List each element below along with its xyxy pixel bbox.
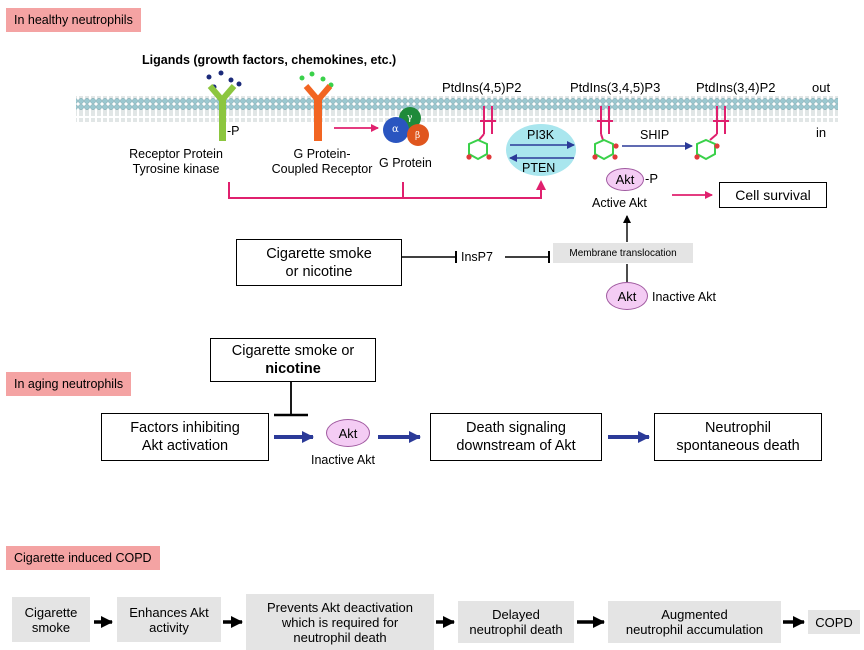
out-label: out — [812, 80, 831, 95]
pi3k-label: PI3K — [527, 128, 555, 142]
phosphate-dots — [466, 143, 720, 160]
aging-inactive-akt-label: Inactive Akt — [311, 453, 375, 467]
gpcr-label: G Protein-Coupled Receptor — [271, 147, 373, 176]
receptor-to-pi3k-connector — [228, 182, 542, 199]
membrane-translocation-box: Membrane translocation — [553, 243, 693, 263]
active-akt-ellipse: Akt — [606, 168, 644, 191]
ligand-dots — [206, 70, 334, 90]
cell-membrane — [76, 96, 838, 122]
receptor-tyrosine-kinase-shape — [207, 84, 237, 141]
lipid-stalks — [478, 106, 729, 141]
inactive-akt-label: Inactive Akt — [652, 290, 716, 304]
insp7-label: InsP7 — [461, 250, 493, 264]
gpcr-shape — [303, 84, 333, 141]
ligands-label: Ligands (growth factors, chemokines, etc… — [142, 53, 397, 67]
alpha-subunit-label: α — [392, 124, 399, 135]
cell-survival-box: Cell survival — [719, 182, 827, 208]
copd-final-box: COPD — [808, 610, 860, 634]
g-protein-label: G Protein — [379, 156, 432, 170]
lipid-label-ptdins34p2: PtdIns(3,4)P2 — [696, 80, 776, 95]
connector-arrowhead — [536, 180, 546, 190]
lipid-label-ptdins345p3: PtdIns(3,4,5)P3 — [570, 80, 661, 95]
pten-label: PTEN — [522, 161, 556, 175]
in-label: in — [816, 125, 827, 140]
rtk-phospho-label: -P — [227, 124, 240, 138]
ship-label: SHIP — [640, 128, 670, 142]
gamma-subunit-label: γ — [407, 113, 413, 123]
pi3k-pten-ellipse — [506, 124, 576, 176]
section-copd-label: Cigarette induced COPD — [6, 546, 160, 570]
lipid-label-ptdins45p2: PtdIns(4,5)P2 — [442, 80, 522, 95]
inositol-rings — [468, 138, 716, 161]
section-aging-label: In aging neutrophils — [6, 372, 132, 396]
beta-subunit-label: β — [415, 131, 421, 141]
akt-phospho-label: -P — [645, 171, 658, 186]
aging-akt-ellipse: Akt — [326, 419, 370, 447]
inactive-akt-ellipse: Akt — [606, 282, 648, 310]
section-healthy-label: In healthy neutrophils — [6, 8, 141, 32]
g-protein-shape — [383, 107, 429, 146]
active-akt-label: Active Akt — [592, 196, 647, 210]
